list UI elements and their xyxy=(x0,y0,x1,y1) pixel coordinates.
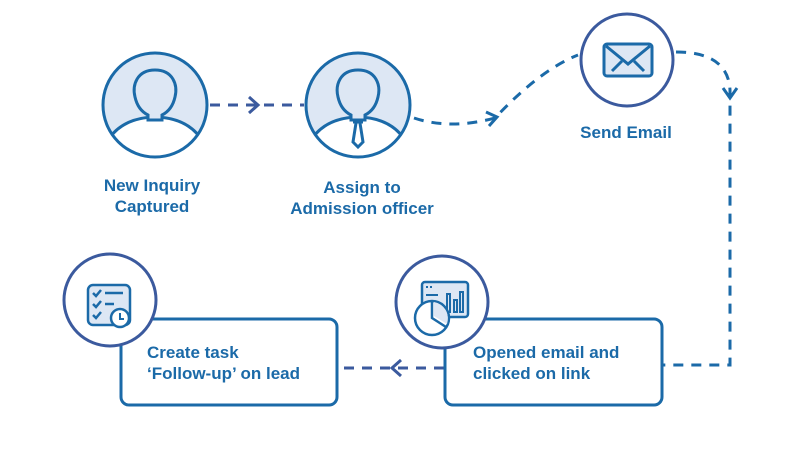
node-label: Admission officer xyxy=(290,199,434,218)
node-label: Create task xyxy=(147,343,239,362)
node-label: Assign to xyxy=(323,178,400,197)
connector-opened-to-task xyxy=(338,358,444,378)
node-label: clicked on link xyxy=(473,364,591,383)
arrowhead-icon xyxy=(485,110,500,127)
connector-email-to-opened xyxy=(663,50,739,367)
connector-inquiry-to-assign xyxy=(210,95,304,115)
node-create-task: Create task ‘Follow-up’ on lead xyxy=(62,252,339,407)
node-assign-officer: Assign to Admission officer xyxy=(290,51,434,218)
node-box xyxy=(119,317,339,407)
analytics-dashboard-icon xyxy=(413,280,470,337)
node-label: New Inquiry xyxy=(104,176,201,195)
node-label: Captured xyxy=(115,197,190,216)
node-new-inquiry: New Inquiry Captured xyxy=(101,51,209,216)
arrowhead-icon xyxy=(389,358,402,378)
connector-assign-to-email xyxy=(413,53,579,127)
arrowhead-icon xyxy=(721,87,739,101)
node-send-email: Send Email xyxy=(579,12,675,142)
task-checklist-clock-icon xyxy=(86,283,132,329)
arrowhead-icon xyxy=(248,95,261,115)
node-label: ‘Follow-up’ on lead xyxy=(147,364,300,383)
node-opened-email: Opened email and clicked on link xyxy=(394,254,664,407)
node-box xyxy=(443,317,664,407)
envelope-icon xyxy=(602,42,654,78)
node-label: Send Email xyxy=(580,123,672,142)
node-label: Opened email and xyxy=(473,343,619,362)
